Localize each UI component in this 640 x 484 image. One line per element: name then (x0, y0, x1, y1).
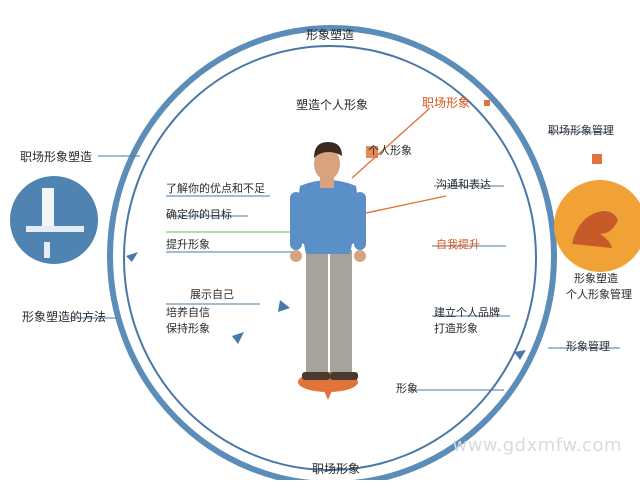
left-lower-2: 培养自信 (166, 306, 210, 319)
right-top-orange-label: 职场形象 (422, 96, 471, 110)
connector-lines (70, 131, 620, 391)
outer-right-mid-1: 形象塑造 (574, 272, 618, 285)
outer-left-top-label: 职场形象塑造 (20, 150, 93, 164)
arrow-heads (126, 252, 526, 360)
right-badge (554, 154, 640, 272)
left-lower-3: 保持形象 (166, 322, 210, 335)
left-upper-3: 提升形象 (166, 238, 210, 251)
bottom-label: 职场形象 (312, 462, 361, 476)
top-label: 形象塑造 (306, 28, 355, 42)
outer-ring (107, 25, 557, 484)
person-figure (290, 142, 366, 400)
right-mid-orange: 自我提升 (436, 238, 480, 251)
right-top-small-label: 个人形象 (368, 144, 412, 157)
bottom-center-label: 形象 (396, 382, 418, 395)
left-upper-2: 确定你的目标 (166, 208, 232, 221)
orange-mark-right (484, 100, 490, 106)
watermark: www.gdxmfw.com (452, 435, 622, 456)
right-lower-1: 建立个人品牌 (434, 306, 500, 319)
left-lower-1: 展示自己 (190, 288, 234, 301)
left-badge (10, 176, 98, 264)
right-lower-2: 打造形象 (434, 322, 478, 335)
upper-center-label: 塑造个人形象 (296, 98, 369, 112)
outer-left-bottom-label: 形象塑造的方法 (22, 310, 107, 324)
outer-right-bottom: 形象管理 (566, 340, 610, 353)
left-upper-1: 了解你的优点和不足 (166, 182, 265, 195)
right-mid-1: 沟通和表达 (436, 178, 491, 191)
outer-right-mid-2: 个人形象管理 (566, 288, 632, 301)
outer-right-top-label: 职场形象管理 (548, 124, 614, 137)
accent-lines (166, 107, 447, 233)
inner-ring (123, 45, 537, 471)
orange-mark-center (366, 146, 378, 158)
